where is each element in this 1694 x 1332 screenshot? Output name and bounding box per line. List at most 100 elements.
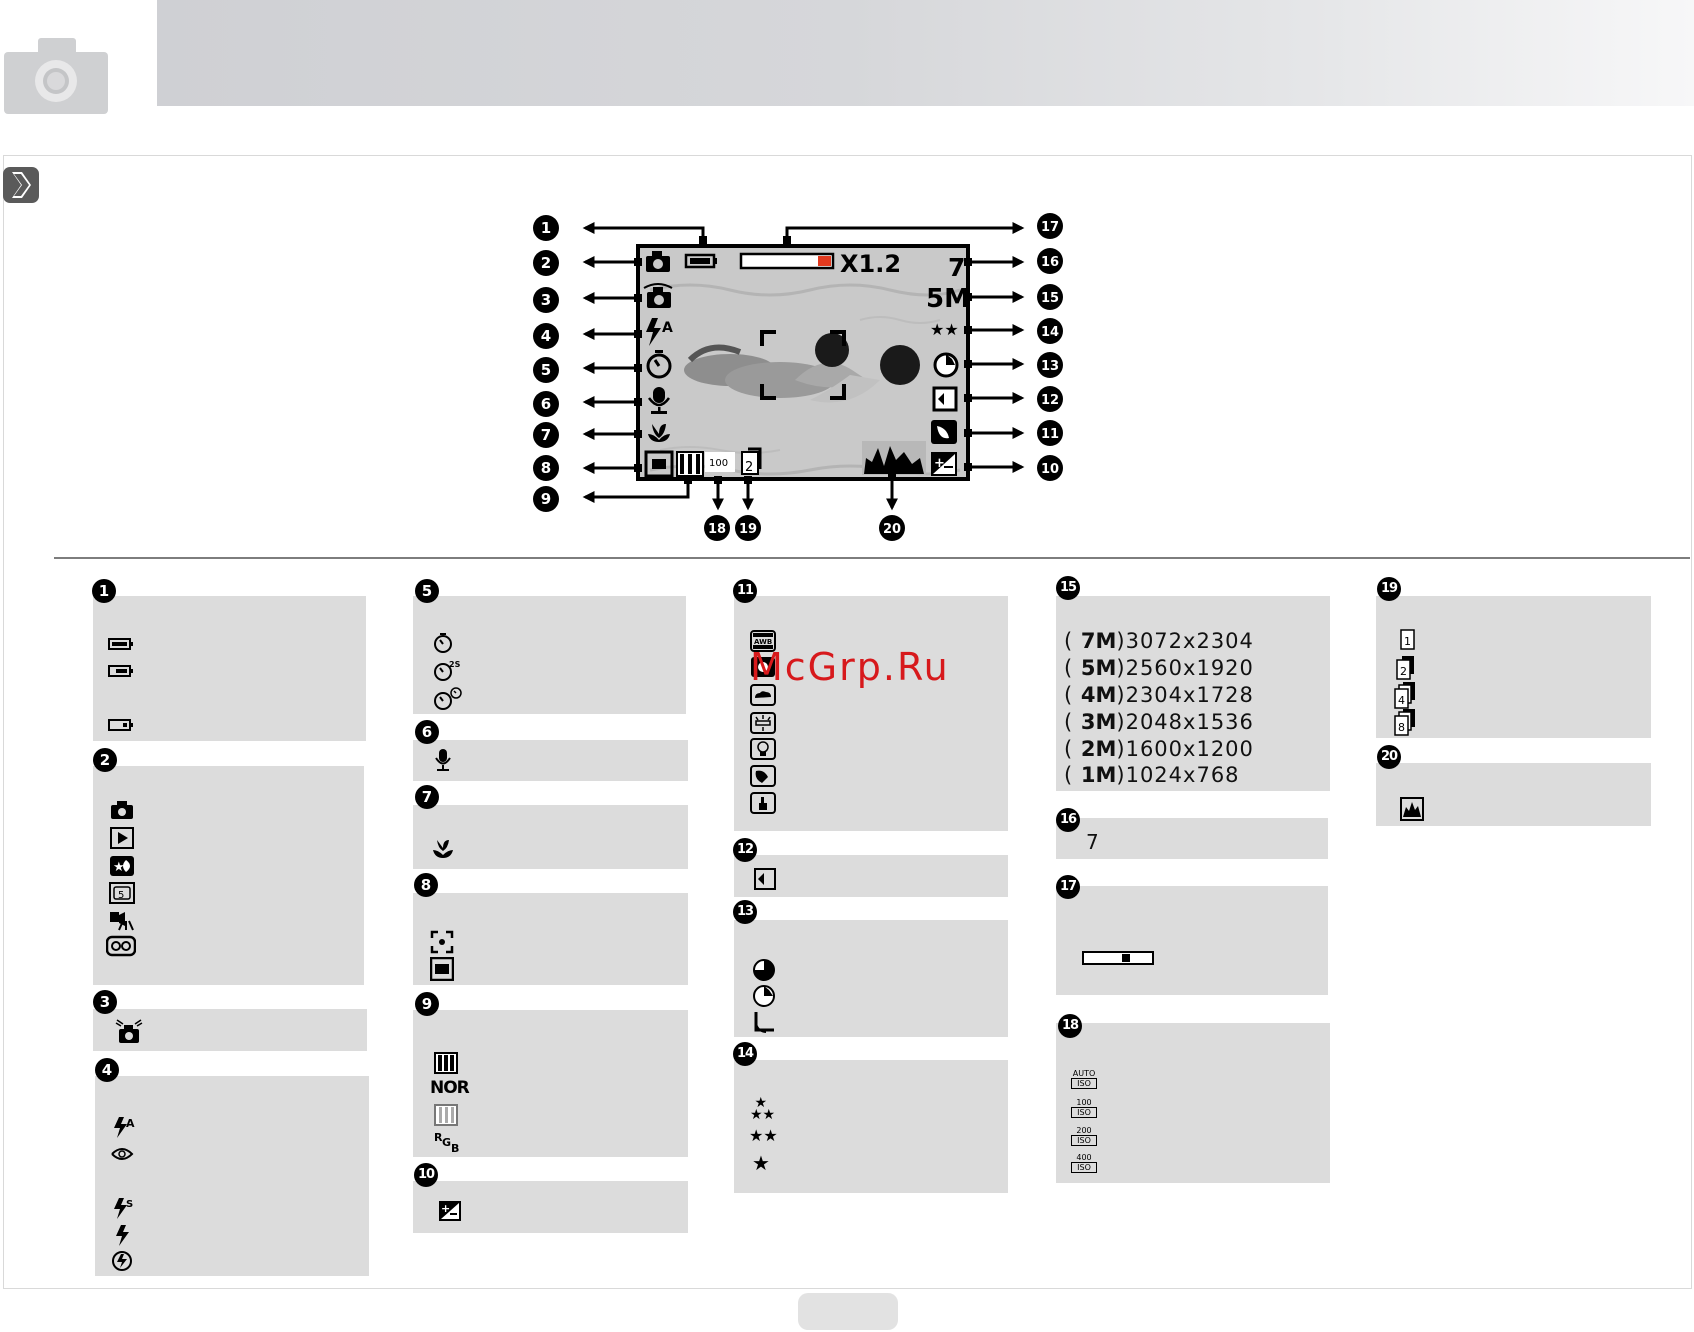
- badge-8: 8: [414, 873, 438, 897]
- svg-text:B: B: [451, 1142, 459, 1154]
- camera-icon: [4, 38, 108, 114]
- spot-focus-icon: [430, 930, 454, 954]
- flash-on-icon: [116, 1225, 129, 1246]
- macro-icon: [648, 424, 670, 442]
- callout-2: 2: [533, 250, 559, 276]
- resolution-7m: ( 7M)3072x2304: [1064, 629, 1254, 653]
- shots-remaining-value: 7: [1086, 830, 1099, 854]
- cloudy-icon: [750, 684, 776, 706]
- sharp-quality-icon: [676, 451, 704, 477]
- panel-13: [734, 920, 1008, 1037]
- burst-8-icon: 8: [1394, 709, 1415, 736]
- panel-18: [1056, 1023, 1330, 1183]
- burst-2-icon: 2: [1396, 656, 1414, 680]
- battery-half-icon: [108, 665, 133, 677]
- burst-4-icon: 4: [1394, 682, 1415, 709]
- badge-2: 2: [93, 748, 117, 772]
- svg-text:9: 9: [541, 490, 551, 508]
- svg-text:19: 19: [739, 522, 757, 537]
- svg-text:15: 15: [1041, 291, 1059, 306]
- quality-normal-icon: ★★: [749, 1126, 778, 1145]
- panel-17: [1056, 886, 1328, 995]
- callout-4: 4: [533, 323, 559, 349]
- svg-text:A: A: [126, 1117, 135, 1130]
- svg-text:20: 20: [883, 522, 901, 537]
- panel-5: [413, 596, 686, 714]
- page-number-tab: [798, 1293, 898, 1330]
- sharpness-icon: [933, 352, 959, 378]
- callout-7: 7: [533, 422, 559, 448]
- sharpness-normal-icon: [753, 985, 775, 1007]
- callout-19: 19: [735, 515, 761, 541]
- svg-text:3: 3: [541, 291, 551, 309]
- badge-10: 10: [414, 1163, 438, 1187]
- callout-12: 12: [1037, 386, 1063, 412]
- svg-text:AWB: AWB: [754, 638, 772, 646]
- focus-frame: [760, 330, 846, 400]
- panel-12: [734, 855, 1008, 897]
- callout-8: 8: [533, 455, 559, 481]
- panel-16: [1056, 818, 1328, 859]
- battery-full-icon: [108, 638, 133, 650]
- badge-3: 3: [93, 990, 117, 1014]
- badge-20: 20: [1377, 745, 1401, 769]
- panel-19: [1376, 596, 1651, 738]
- callout-15: 15: [1037, 284, 1063, 310]
- badge-15: 15: [1056, 576, 1080, 600]
- callout-10: 10: [1037, 455, 1063, 481]
- self-timer-double-icon: [434, 687, 462, 710]
- self-timer-icon: [434, 633, 452, 653]
- svg-text:4: 4: [1398, 694, 1405, 707]
- resolution-2m: ( 2M)1600x1200: [1064, 737, 1254, 761]
- badge-14: 14: [733, 1042, 757, 1066]
- content-frame: [3, 155, 1692, 1289]
- color-mode-icon: [754, 868, 776, 890]
- svg-text:G: G: [442, 1136, 451, 1149]
- panel-15: [1056, 596, 1330, 791]
- tungsten-icon: [750, 738, 776, 760]
- white-balance-icon: [931, 420, 957, 444]
- color-mode-icon: [932, 386, 958, 412]
- svg-text:8: 8: [541, 459, 551, 477]
- panel-7: [413, 805, 688, 869]
- quality-stars-icon: ★★: [930, 320, 959, 339]
- svg-text:R: R: [434, 1131, 443, 1144]
- callout-13: 13: [1037, 352, 1063, 378]
- resolution-3m: ( 3M)2048x1536: [1064, 710, 1254, 734]
- svg-text:11: 11: [1041, 427, 1059, 442]
- anti-shake-icon: [115, 1019, 143, 1043]
- flash-off-icon: [112, 1251, 132, 1271]
- soft-icon: [434, 1104, 458, 1126]
- shots-remaining: 7: [948, 253, 965, 282]
- sharpness-soft-icon: [754, 1012, 774, 1033]
- focus-area-icon: [644, 450, 674, 478]
- svg-text:1: 1: [1404, 635, 1411, 648]
- flash-auto-icon: A: [646, 318, 673, 346]
- svg-text:+: +: [441, 1202, 450, 1215]
- panel-11: [734, 596, 1008, 831]
- callout-9: 9: [533, 486, 559, 512]
- panel-1: [93, 596, 366, 741]
- camera-mode-icon: [111, 801, 133, 819]
- badge-1: 1: [92, 579, 116, 603]
- callout-14: 14: [1037, 318, 1063, 344]
- header-band: [157, 0, 1694, 106]
- svg-text:A: A: [662, 320, 673, 336]
- sharpness-hard-icon: [753, 959, 775, 981]
- badge-12: 12: [733, 838, 757, 862]
- self-timer-icon: [646, 350, 672, 379]
- chevron-right-icon: [3, 167, 39, 203]
- zoom-value: X1.2: [840, 250, 901, 278]
- watermark: McGrp.Ru: [750, 645, 950, 689]
- callout-1: 1: [533, 215, 559, 241]
- flash-auto-icon: A: [114, 1117, 135, 1138]
- fluorescent-icon: [750, 712, 776, 734]
- custom-wb-icon: [750, 792, 776, 814]
- battery-icon: [684, 253, 717, 269]
- svg-text:17: 17: [1041, 220, 1059, 235]
- svg-text:1: 1: [541, 219, 551, 237]
- svg-text:★: ★: [113, 860, 125, 875]
- quality-fine-icon: ★★★: [750, 1095, 776, 1123]
